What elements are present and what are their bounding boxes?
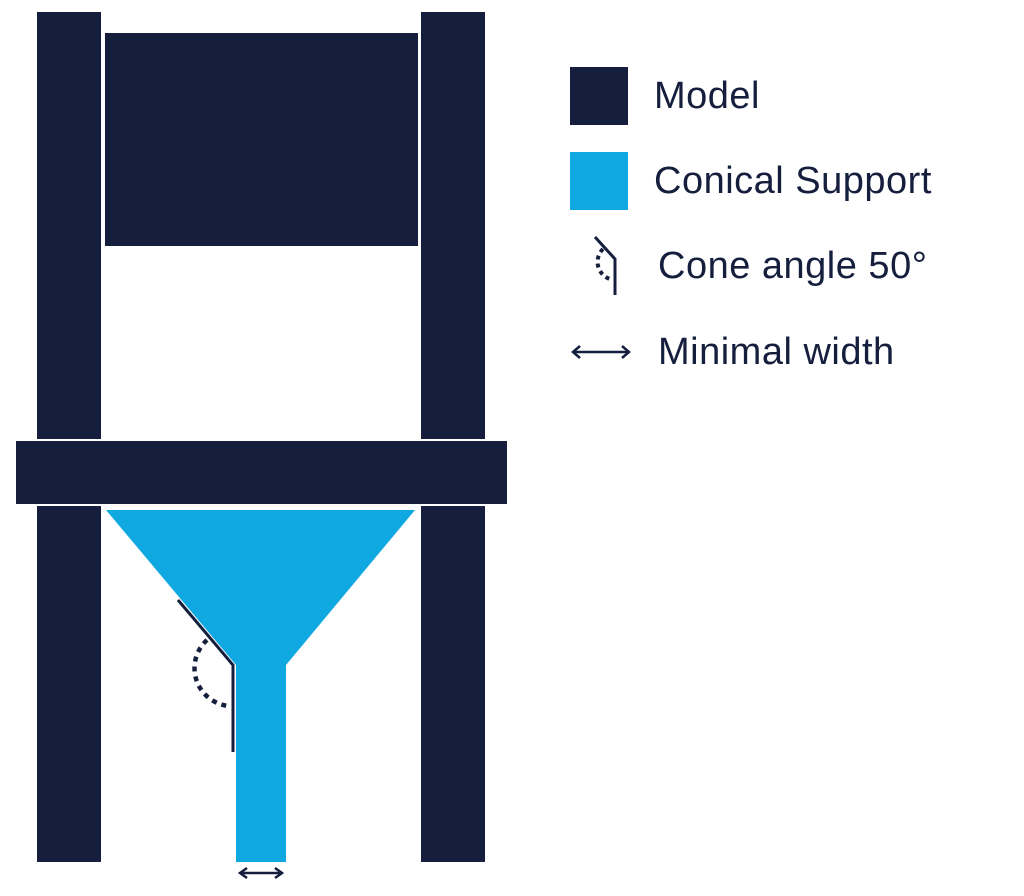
legend-label-cone-angle: Cone angle 50° <box>658 244 928 287</box>
cone-angle-indicator <box>176 599 235 752</box>
model-right-post-upper <box>421 12 485 439</box>
model-swatch <box>570 67 628 125</box>
legend-item-conical-support: Conical Support <box>570 151 932 211</box>
legend-label-conical-support: Conical Support <box>654 159 932 202</box>
model-horizontal-beam <box>16 441 507 504</box>
legend-label-model: Model <box>654 74 760 117</box>
legend-item-model: Model <box>570 66 760 126</box>
legend-label-minimal-width: Minimal width <box>658 330 895 373</box>
cone-angle-arc <box>192 638 230 709</box>
model-left-post-upper <box>37 12 101 439</box>
conical-support-swatch <box>570 152 628 210</box>
legend-item-minimal-width: Minimal width <box>570 322 895 382</box>
legend-item-cone-angle: Cone angle 50° <box>570 235 928 297</box>
cone-angle-icon <box>570 235 632 297</box>
conical-support <box>106 510 415 862</box>
model-top-block <box>105 33 418 246</box>
model-right-post-lower <box>421 506 485 862</box>
model-left-post-lower <box>37 506 101 862</box>
double-arrow-icon <box>570 321 632 383</box>
cone-angle-lines <box>176 599 235 752</box>
minimal-width-arrow <box>237 866 285 880</box>
